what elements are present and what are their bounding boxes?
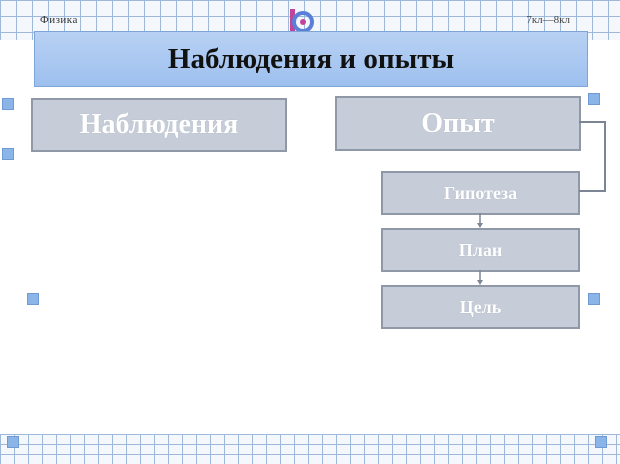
handle-dot bbox=[588, 93, 600, 105]
experiment-box: Опыт bbox=[335, 96, 581, 151]
title-bar: Наблюдения и опыты bbox=[34, 31, 588, 87]
goal-box: Цель bbox=[381, 285, 580, 329]
observations-box: Наблюдения bbox=[31, 98, 287, 152]
plan-label: План bbox=[458, 239, 503, 260]
plan-goal-arrowhead bbox=[477, 280, 483, 285]
bottom-grid-band bbox=[0, 434, 620, 464]
handle-dot bbox=[2, 148, 14, 160]
grade-label: 7кл—8кл bbox=[526, 14, 570, 26]
handle-dot bbox=[588, 293, 600, 305]
hypothesis-plan-arrowhead bbox=[477, 223, 483, 228]
experiment-hypothesis-connector bbox=[579, 121, 606, 192]
experiment-label: Опыт bbox=[421, 107, 495, 139]
handle-dot bbox=[2, 98, 14, 110]
slide-title: Наблюдения и опыты bbox=[167, 42, 455, 75]
goal-label: Цель bbox=[459, 296, 502, 317]
hypothesis-label: Гипотеза bbox=[443, 182, 518, 203]
observations-label: Наблюдения bbox=[79, 109, 239, 140]
handle-dot bbox=[7, 436, 19, 448]
handle-dot bbox=[27, 293, 39, 305]
handle-dot bbox=[595, 436, 607, 448]
subject-label: Физика bbox=[40, 14, 78, 26]
